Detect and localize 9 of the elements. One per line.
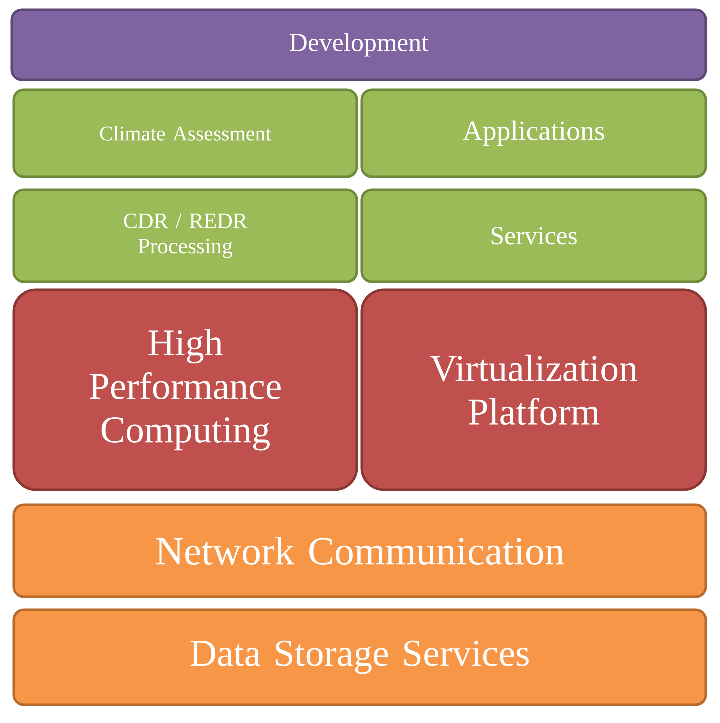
- layer-box: Climate Assessment: [12, 88, 358, 178]
- layer-box: CDR / REDR Processing: [12, 188, 358, 284]
- layer-box: Applications: [360, 88, 708, 178]
- layer-box: Network Communication: [12, 504, 708, 598]
- layer-box: Data Storage Services: [12, 608, 708, 706]
- layer-box: Virtualization Platform: [360, 288, 708, 492]
- layer-box: Development: [10, 8, 708, 82]
- layer-box: Services: [360, 188, 708, 284]
- layer-box: High Performance Computing: [12, 288, 358, 492]
